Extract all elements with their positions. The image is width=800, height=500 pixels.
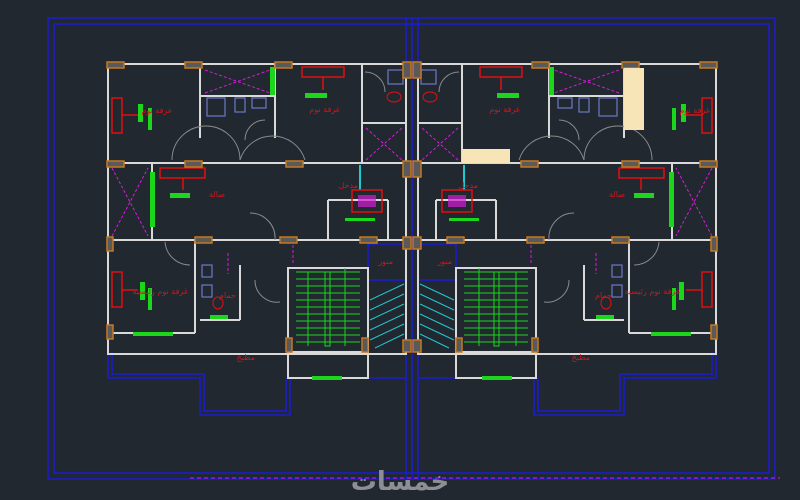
room-label-bedroom-2: غرفة نوم bbox=[309, 105, 340, 114]
beige-panel bbox=[462, 149, 510, 163]
room-label-bedroom-2: غرفة نوم bbox=[489, 105, 520, 114]
room-label-bedroom-1: غرفة نوم bbox=[141, 106, 172, 115]
room-label-shaft: منور bbox=[436, 257, 452, 266]
room-label-bedroom-3: غرفة نوم رئيسية bbox=[133, 287, 188, 296]
room-label-hall: صالة bbox=[209, 190, 225, 199]
room-label-bedroom-1: غرفة نوم bbox=[679, 106, 710, 115]
room-label-lobby: مدخل bbox=[459, 181, 479, 190]
apartment-right bbox=[412, 61, 718, 416]
beige-panel bbox=[624, 68, 644, 130]
room-label-kitchen: مطبخ bbox=[572, 353, 590, 362]
room-label-bathroom: حمام bbox=[595, 291, 612, 300]
room-label-shaft: منور bbox=[377, 257, 393, 266]
room-label-kitchen: مطبخ bbox=[237, 353, 255, 362]
watermark-logo: خمسات bbox=[351, 467, 450, 497]
room-label-bathroom: حمام bbox=[219, 291, 236, 300]
room-label-lobby: مدخل bbox=[339, 181, 359, 190]
room-label-bedroom-3: غرفة نوم رئيسية bbox=[625, 287, 680, 296]
room-label-hall: صالة bbox=[609, 190, 625, 199]
